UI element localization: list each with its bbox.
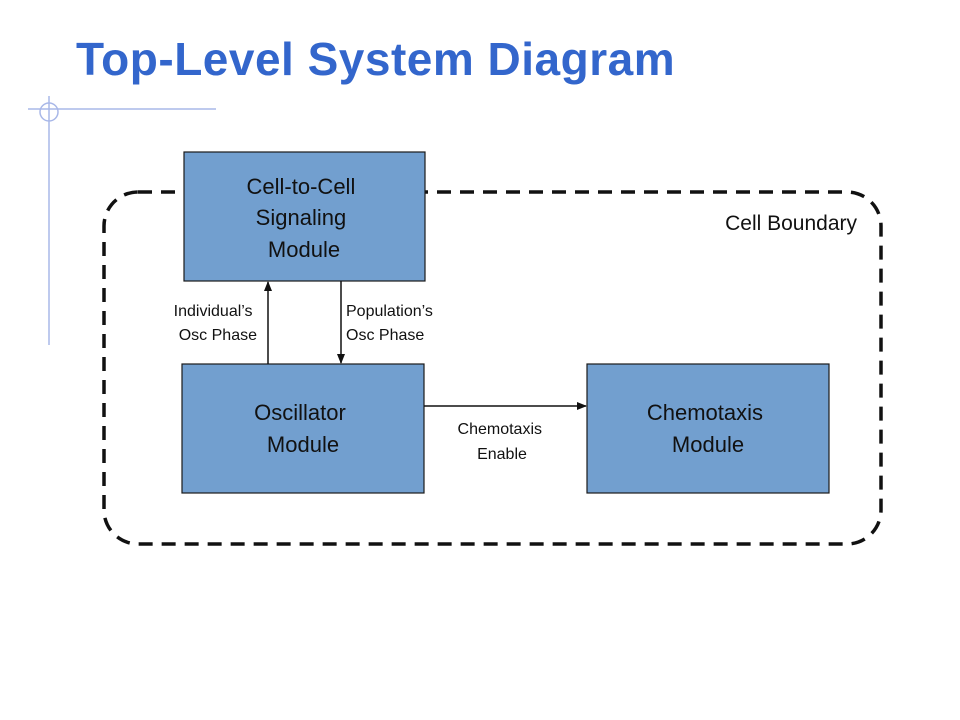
accent-circle-icon bbox=[39, 102, 59, 122]
chemotaxis-module-label-line1: Chemotaxis bbox=[647, 400, 763, 425]
edge-label-population-phase: Population’s Osc Phase bbox=[346, 303, 437, 344]
edge-label-individual-phase: Individual’s Osc Phase bbox=[174, 303, 257, 344]
oscillator-module-label-line1: Oscillator bbox=[254, 400, 346, 425]
signaling-module-label-line2: Signaling bbox=[256, 205, 347, 230]
edge-label-individual-phase-line1: Individual’s bbox=[174, 303, 253, 320]
edge-label-individual-phase-line2: Osc Phase bbox=[179, 327, 257, 344]
edge-label-population-phase-line2: Osc Phase bbox=[346, 327, 424, 344]
oscillator-module-label: Oscillator Module bbox=[254, 400, 352, 457]
signaling-module: Cell-to-Cell Signaling Module bbox=[183, 151, 426, 282]
cell-boundary-label: Cell Boundary bbox=[725, 212, 857, 235]
slide-accent-lines bbox=[28, 96, 216, 345]
edge-label-chemotaxis-enable: Chemotaxis Enable bbox=[458, 421, 547, 463]
slide-title: Top-Level System Diagram bbox=[76, 33, 676, 85]
chemotaxis-module: Chemotaxis Module bbox=[586, 363, 830, 494]
chemotaxis-module-label-line2: Module bbox=[672, 432, 744, 457]
oscillator-module: Oscillator Module bbox=[181, 363, 425, 494]
oscillator-module-label-line2: Module bbox=[267, 432, 339, 457]
chemotaxis-module-label: Chemotaxis Module bbox=[647, 400, 769, 457]
edge-label-population-phase-line1: Population’s bbox=[346, 303, 433, 320]
signaling-module-label-line3: Module bbox=[268, 237, 340, 262]
edge-label-chemotaxis-enable-line1: Chemotaxis bbox=[458, 421, 542, 438]
signaling-module-label-line1: Cell-to-Cell bbox=[247, 174, 356, 199]
signaling-module-label: Cell-to-Cell Signaling Module bbox=[247, 174, 362, 262]
cell-boundary bbox=[102, 190, 883, 546]
edge-label-chemotaxis-enable-line2: Enable bbox=[477, 446, 527, 463]
